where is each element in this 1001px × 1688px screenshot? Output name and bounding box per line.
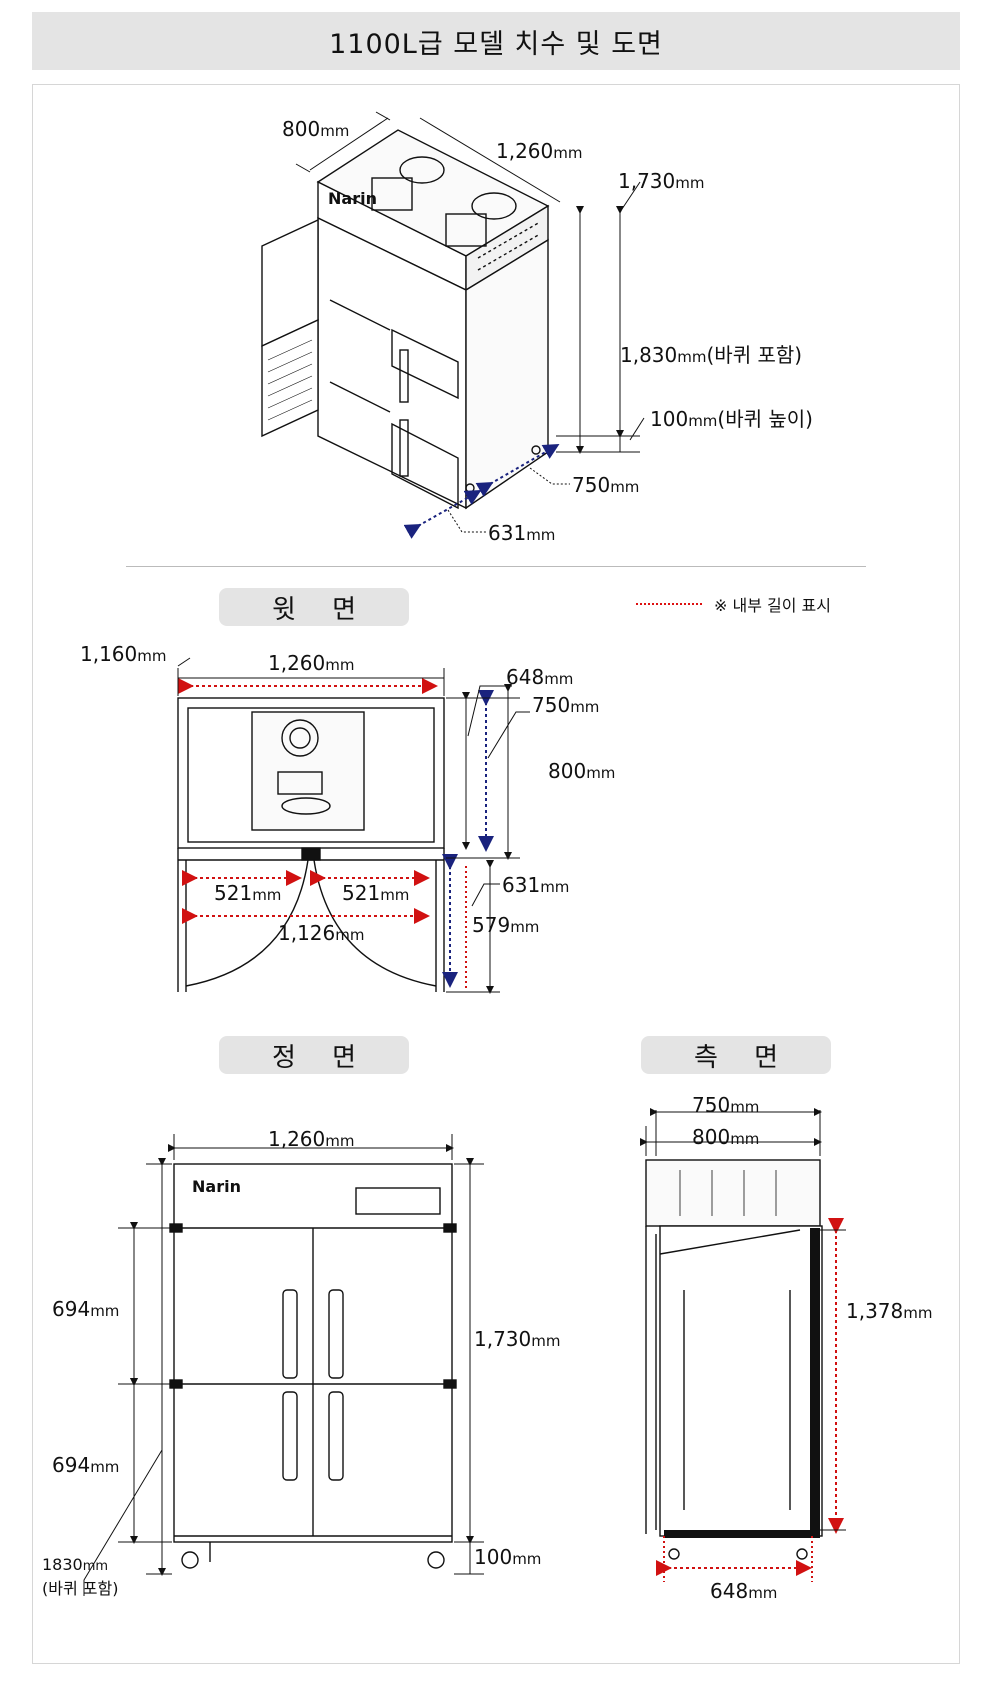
legend-dotted-line <box>636 603 702 605</box>
top-swing-inner-label: 631mm <box>502 873 570 897</box>
drawing-frame <box>32 84 960 1664</box>
top-door-right-label: 521mm <box>342 881 410 905</box>
front-door-lower-label: 694mm <box>52 1453 120 1477</box>
top-door-left-label: 521mm <box>214 881 282 905</box>
front-brand-logo: Narin <box>192 1177 241 1196</box>
top-view-title: 윗 면 <box>219 588 409 626</box>
iso-total-height-label: 1,830mm(바퀴 포함) <box>620 343 803 367</box>
top-swing-label: 579mm <box>472 913 540 937</box>
top-depth-label: 800mm <box>548 759 616 783</box>
isometric-drawing <box>261 111 645 539</box>
side-inner-depth-label: 648mm <box>710 1579 778 1603</box>
iso-body-height-label: 1,730mm <box>618 169 705 193</box>
front-total-label: 1830mm <box>42 1555 109 1575</box>
side-depth-outer-label: 750mm <box>692 1093 760 1117</box>
top-depth-arrow-label: 750mm <box>532 693 600 717</box>
iso-width-label: 800mm <box>282 117 350 141</box>
front-total-note: (바퀴 포함) <box>42 1579 119 1598</box>
top-width-label: 1,260mm <box>268 651 355 675</box>
iso-depth-outer-label: 750mm <box>572 473 640 497</box>
top-view-drawing <box>177 657 530 994</box>
side-depth-label: 800mm <box>692 1125 760 1149</box>
iso-brand-logo: Narin <box>328 189 377 208</box>
front-door-upper-label: 694mm <box>52 1297 120 1321</box>
iso-length-label: 1,260mm <box>496 139 583 163</box>
top-door-total-label: 1,126mm <box>278 921 365 945</box>
inner-depth-legend: ※ 내부 길이 표시 <box>636 592 831 616</box>
section-divider <box>126 566 866 567</box>
page-title: 1100L급 모델 치수 및 도면 <box>32 12 960 70</box>
iso-depth-inner-label: 631mm <box>488 521 556 545</box>
side-inner-height-label: 1,378mm <box>846 1299 933 1323</box>
top-outer-width-label: 1,160mm <box>80 642 167 666</box>
iso-wheel-height-label: 100mm(바퀴 높이) <box>650 407 813 431</box>
front-height-label: 1,730mm <box>474 1327 561 1351</box>
front-wheel-label: 100mm <box>474 1545 542 1569</box>
side-view-title: 측 면 <box>641 1036 831 1074</box>
front-width-label: 1,260mm <box>268 1127 355 1151</box>
front-view-title: 정 면 <box>219 1036 409 1074</box>
top-inner-depth-label: 648mm <box>506 665 574 689</box>
